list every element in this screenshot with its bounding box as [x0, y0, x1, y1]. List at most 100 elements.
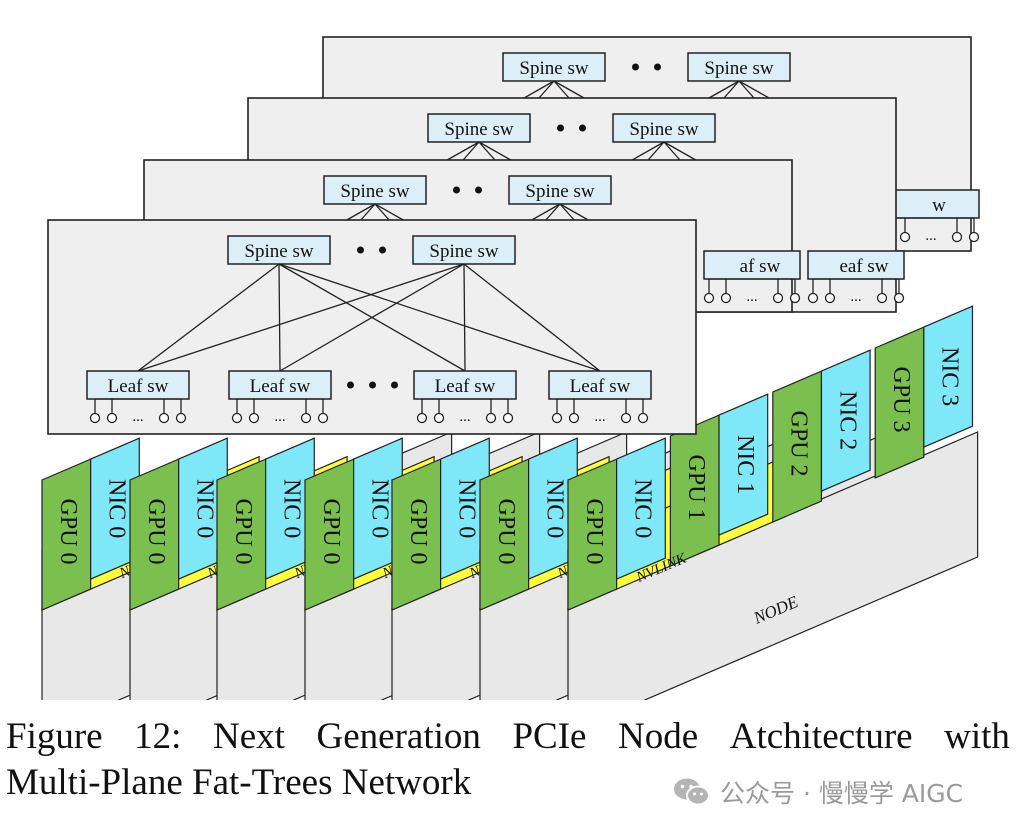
spine-switch [227, 235, 331, 265]
nic-label: NIC 0 [191, 479, 217, 538]
spine-switch-label: Spine sw [525, 181, 594, 202]
gpu-label: GPU 0 [318, 499, 344, 565]
gpu-card [479, 458, 530, 611]
leaf-switch [86, 370, 190, 400]
port-circle [175, 412, 187, 424]
leaf-switch-label: Leaf sw [570, 376, 631, 397]
nic-label: NIC 0 [541, 479, 567, 538]
leaf-switch [882, 189, 980, 219]
gpu-label: GPU 1 [683, 455, 709, 521]
fabric-link [137, 263, 465, 372]
port-circle [637, 412, 649, 424]
gpu-card [772, 370, 823, 523]
wechat-icon [674, 778, 710, 806]
gpu-card [129, 458, 180, 611]
port-circle [300, 412, 312, 424]
nic-label: NIC 0 [278, 479, 304, 538]
spine-switch-label: Spine sw [244, 241, 313, 262]
gpu-label: GPU 0 [405, 499, 431, 565]
spine-dots [632, 63, 639, 71]
nic-label: NIC 2 [834, 391, 860, 450]
caption-word: Node [618, 716, 699, 757]
spine-dots [579, 124, 586, 132]
port-circle [899, 231, 911, 243]
leaf-switch [703, 250, 801, 280]
gpu-label: GPU 2 [786, 411, 812, 477]
port-circle [789, 292, 801, 304]
port-circle [248, 412, 260, 424]
port-circle [89, 412, 101, 424]
watermark: 公众号 · 慢慢学 AIGC [672, 774, 963, 810]
nic-label: NIC 0 [453, 479, 479, 538]
spine-switch [323, 175, 427, 205]
nic-label: NIC 3 [937, 347, 963, 406]
spine-switch [687, 52, 791, 82]
spine-switch [412, 235, 516, 265]
port-circle [317, 412, 329, 424]
spine-dots [357, 246, 364, 254]
gpu-label: GPU 3 [888, 367, 914, 433]
port-circle [968, 231, 980, 243]
gpu-label: GPU 0 [230, 499, 256, 565]
spine-switch-label: Spine sw [519, 58, 588, 79]
leaf-dots [369, 381, 376, 389]
spine-switch [612, 113, 716, 143]
port-circle [807, 292, 819, 304]
nic-card [820, 349, 871, 493]
nic-card [718, 393, 769, 537]
port-ellipsis: ... [925, 228, 936, 244]
spine-switch [508, 175, 612, 205]
port-circle [502, 412, 514, 424]
caption-word: PCIe [512, 716, 587, 757]
gpu-label: GPU 0 [581, 499, 607, 565]
leaf-switch [807, 250, 905, 280]
fabric-link [137, 263, 280, 372]
gpu-label: GPU 0 [493, 499, 519, 565]
spine-switch-label: Spine sw [340, 181, 409, 202]
port-ellipsis: ... [459, 409, 470, 425]
spine-dots [379, 246, 386, 254]
nic-label: NIC 0 [366, 479, 392, 538]
gpu-label: GPU 0 [143, 499, 169, 565]
nic-card [616, 437, 666, 581]
port-ellipsis: ... [274, 409, 285, 425]
fabric-link [463, 263, 466, 372]
port-circle [231, 412, 243, 424]
caption-line-2: Multi-Plane Fat-Trees Network [6, 762, 472, 803]
nic-label: NIC 1 [732, 435, 758, 494]
caption-word: Atchitecture [729, 716, 913, 757]
gpu-card [216, 458, 267, 611]
leaf-switch-label: Leaf sw [108, 376, 169, 397]
port-ellipsis: ... [746, 289, 757, 305]
port-circle [106, 412, 118, 424]
port-circle [433, 412, 445, 424]
leaf-switch-label: w [932, 195, 946, 216]
port-circle [703, 292, 715, 304]
spine-dots [475, 186, 482, 194]
port-ellipsis: ... [850, 289, 861, 305]
gpu-card [669, 414, 720, 567]
leaf-switch-label: Leaf sw [435, 376, 496, 397]
gpu-card [567, 458, 618, 611]
port-circle [485, 412, 497, 424]
spine-switch [427, 113, 531, 143]
caption-word: with [944, 716, 1010, 757]
fabric-link [279, 263, 465, 372]
port-circle [551, 412, 563, 424]
spine-dots [453, 186, 460, 194]
port-circle [893, 292, 905, 304]
port-ellipsis: ... [132, 409, 143, 425]
gpu-card [304, 458, 355, 611]
port-circle [876, 292, 888, 304]
gpu-card [41, 458, 92, 611]
leaf-dots [347, 381, 354, 389]
spine-switch-label: Spine sw [429, 241, 498, 262]
plane-frame [47, 219, 697, 435]
spine-switch-label: Spine sw [629, 119, 698, 140]
leaf-switch-label: af sw [740, 256, 781, 277]
fabric-link [278, 263, 281, 372]
fabric-link [278, 263, 601, 372]
spine-switch-label: Spine sw [704, 58, 773, 79]
